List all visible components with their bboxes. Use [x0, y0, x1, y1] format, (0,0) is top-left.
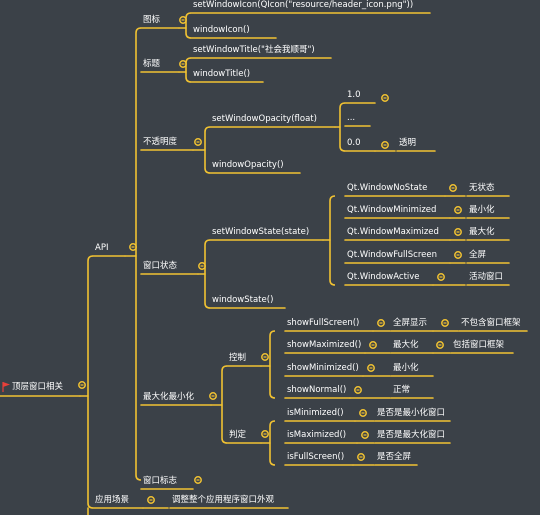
window-state-option[interactable]: Qt.WindowFullScreen [347, 250, 437, 260]
title-node-label[interactable]: 标题 [143, 59, 161, 69]
window-icon-node[interactable]: windowIcon() [193, 25, 250, 35]
window-state-option[interactable]: Qt.WindowMaximized [347, 227, 439, 237]
judge-desc-node[interactable]: 是否是最小化窗口 [377, 408, 446, 418]
maxmin-node-label[interactable]: 最大化最小化 [143, 392, 195, 402]
set-window-icon-node[interactable]: setWindowIcon(QIcon("resource/header_ico… [193, 0, 414, 10]
judge-method-node[interactable]: isFullScreen() [287, 452, 345, 462]
scenario-node-label[interactable]: 应用场景 [95, 495, 130, 505]
control-node-label[interactable]: 控制 [229, 353, 247, 363]
set-window-state-node[interactable]: setWindowState(state) [212, 227, 310, 237]
control-note-node[interactable]: 包括窗口框架 [453, 340, 505, 350]
red-flag-icon [2, 382, 10, 392]
window-flags-node-label[interactable]: 窗口标志 [143, 476, 178, 486]
branch-line [185, 12, 192, 39]
branch-line [269, 420, 276, 466]
opacity-transparent-note[interactable]: 透明 [399, 138, 417, 148]
control-method-node[interactable]: showMinimized() [287, 363, 359, 373]
state-node-label[interactable]: 窗口状态 [143, 261, 178, 271]
judge-method-node[interactable]: isMinimized() [287, 408, 344, 418]
window-state-desc[interactable]: 最小化 [469, 205, 495, 215]
branch-line [269, 330, 276, 399]
branch-line [204, 239, 211, 309]
control-method-node[interactable]: showNormal() [287, 385, 347, 395]
control-desc-node[interactable]: 全屏显示 [393, 318, 428, 328]
opacity-node-label[interactable]: 不透明度 [143, 137, 178, 147]
judge-desc-node[interactable]: 是否是最大化窗口 [377, 430, 446, 440]
control-method-node[interactable]: showMaximized() [287, 340, 362, 350]
window-state-option[interactable]: Qt.WindowNoState [347, 183, 428, 193]
api-branch-line [135, 27, 142, 481]
control-desc-node[interactable]: 正常 [393, 385, 411, 395]
api-node-label[interactable]: API [95, 243, 109, 253]
branch-line [329, 195, 336, 286]
window-state-desc[interactable]: 无状态 [469, 183, 495, 193]
opacity-value-1[interactable]: 1.0 [347, 90, 361, 100]
branch-line [185, 57, 192, 83]
opacity-value-ellipsis[interactable]: ... [347, 113, 356, 123]
control-desc-node[interactable]: 最小化 [393, 363, 419, 373]
window-state-option[interactable]: Qt.WindowMinimized [347, 205, 437, 215]
control-desc-node[interactable]: 最大化 [393, 340, 419, 350]
window-state-desc[interactable]: 最大化 [469, 227, 495, 237]
branch-line [339, 102, 346, 152]
branch-line [204, 126, 211, 174]
window-title-node[interactable]: windowTitle() [193, 69, 251, 79]
icon-node-label[interactable]: 图标 [143, 15, 161, 25]
window-state-desc[interactable]: 全屏 [469, 250, 487, 260]
opacity-value-0[interactable]: 0.0 [347, 138, 361, 148]
set-window-opacity-node[interactable]: setWindowOpacity(float) [212, 114, 317, 124]
scenario-desc-node[interactable]: 调整整个应用程序窗口外观 [172, 495, 275, 505]
window-opacity-node[interactable]: windowOpacity() [212, 160, 284, 170]
window-state-desc[interactable]: 活动窗口 [469, 272, 504, 282]
set-window-title-node[interactable]: setWindowTitle("社会我顺哥") [193, 45, 315, 55]
root-node-label[interactable]: 顶层窗口相关 [12, 382, 64, 392]
window-state-option[interactable]: Qt.WindowActive [347, 272, 420, 282]
judge-node-label[interactable]: 判定 [229, 430, 247, 440]
trunk-line [87, 255, 94, 509]
control-method-node[interactable]: showFullScreen() [287, 318, 360, 328]
control-note-node[interactable]: 不包含窗口框架 [461, 318, 521, 328]
branch-line [221, 365, 228, 444]
window-state-getter-node[interactable]: windowState() [212, 295, 274, 305]
judge-method-node[interactable]: isMaximized() [287, 430, 347, 440]
judge-desc-node[interactable]: 是否全屏 [377, 452, 412, 462]
